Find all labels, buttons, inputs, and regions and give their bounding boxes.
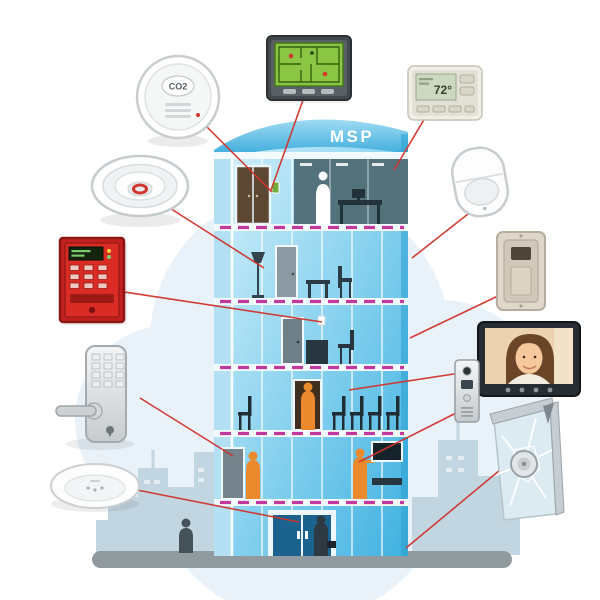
floor-3-scene bbox=[281, 315, 354, 365]
pedestrian-silhouette bbox=[179, 518, 193, 553]
smoke-detector-icon bbox=[90, 154, 190, 227]
floor-slabs bbox=[214, 152, 408, 506]
glass-break-sensor-icon bbox=[489, 397, 565, 521]
fire-alarm-panel-icon bbox=[58, 236, 127, 325]
connector-line bbox=[139, 397, 234, 457]
video-intercom-icon bbox=[477, 321, 581, 397]
ground-floor-scene bbox=[268, 510, 336, 556]
person-silhouette-white bbox=[316, 171, 330, 224]
office-building: MSP bbox=[214, 119, 408, 557]
building-label: MSP bbox=[330, 127, 374, 146]
co2-detector-icon: CO2 bbox=[135, 54, 221, 147]
floor-5-scene bbox=[221, 441, 403, 500]
door-station-icon bbox=[454, 359, 480, 423]
floor-lamp bbox=[251, 252, 265, 298]
connector-line bbox=[201, 121, 273, 193]
double-door bbox=[234, 164, 272, 226]
building-right-shade bbox=[401, 134, 408, 556]
connector-line bbox=[409, 294, 501, 339]
person-silhouette-orange bbox=[246, 451, 260, 499]
connector-line bbox=[405, 464, 507, 549]
connector-line bbox=[411, 213, 469, 259]
thermostat-icon: 72° bbox=[407, 65, 483, 121]
connector-line bbox=[136, 489, 300, 523]
connector-line bbox=[164, 204, 265, 269]
floor-2-scene bbox=[251, 245, 352, 299]
connector-line bbox=[393, 117, 426, 171]
floor-4-scene bbox=[238, 379, 400, 431]
building-top-band bbox=[214, 119, 408, 160]
person-with-briefcase bbox=[314, 515, 336, 556]
table-and-chair bbox=[306, 266, 352, 298]
chair-row bbox=[238, 396, 400, 430]
keypad-door-lock-icon bbox=[55, 345, 134, 450]
wall-occupancy-sensor-icon bbox=[496, 231, 546, 311]
motion-sensor-icon bbox=[451, 146, 509, 218]
floorplan-panel-icon bbox=[266, 35, 352, 103]
person-silhouette-orange bbox=[301, 382, 315, 430]
connector-line bbox=[123, 291, 323, 323]
connector-line bbox=[358, 411, 459, 463]
wall-tv bbox=[371, 441, 403, 462]
floor-1-scene bbox=[234, 159, 408, 226]
caller-portrait bbox=[506, 334, 554, 384]
thermostat-temp: 72° bbox=[434, 83, 452, 97]
ceiling-sensor-icon bbox=[50, 463, 140, 512]
desk bbox=[338, 189, 382, 224]
connector-lines bbox=[123, 99, 507, 549]
co2-label: CO2 bbox=[169, 82, 188, 92]
connector-line bbox=[270, 99, 304, 191]
wall-thermostat bbox=[317, 315, 326, 326]
